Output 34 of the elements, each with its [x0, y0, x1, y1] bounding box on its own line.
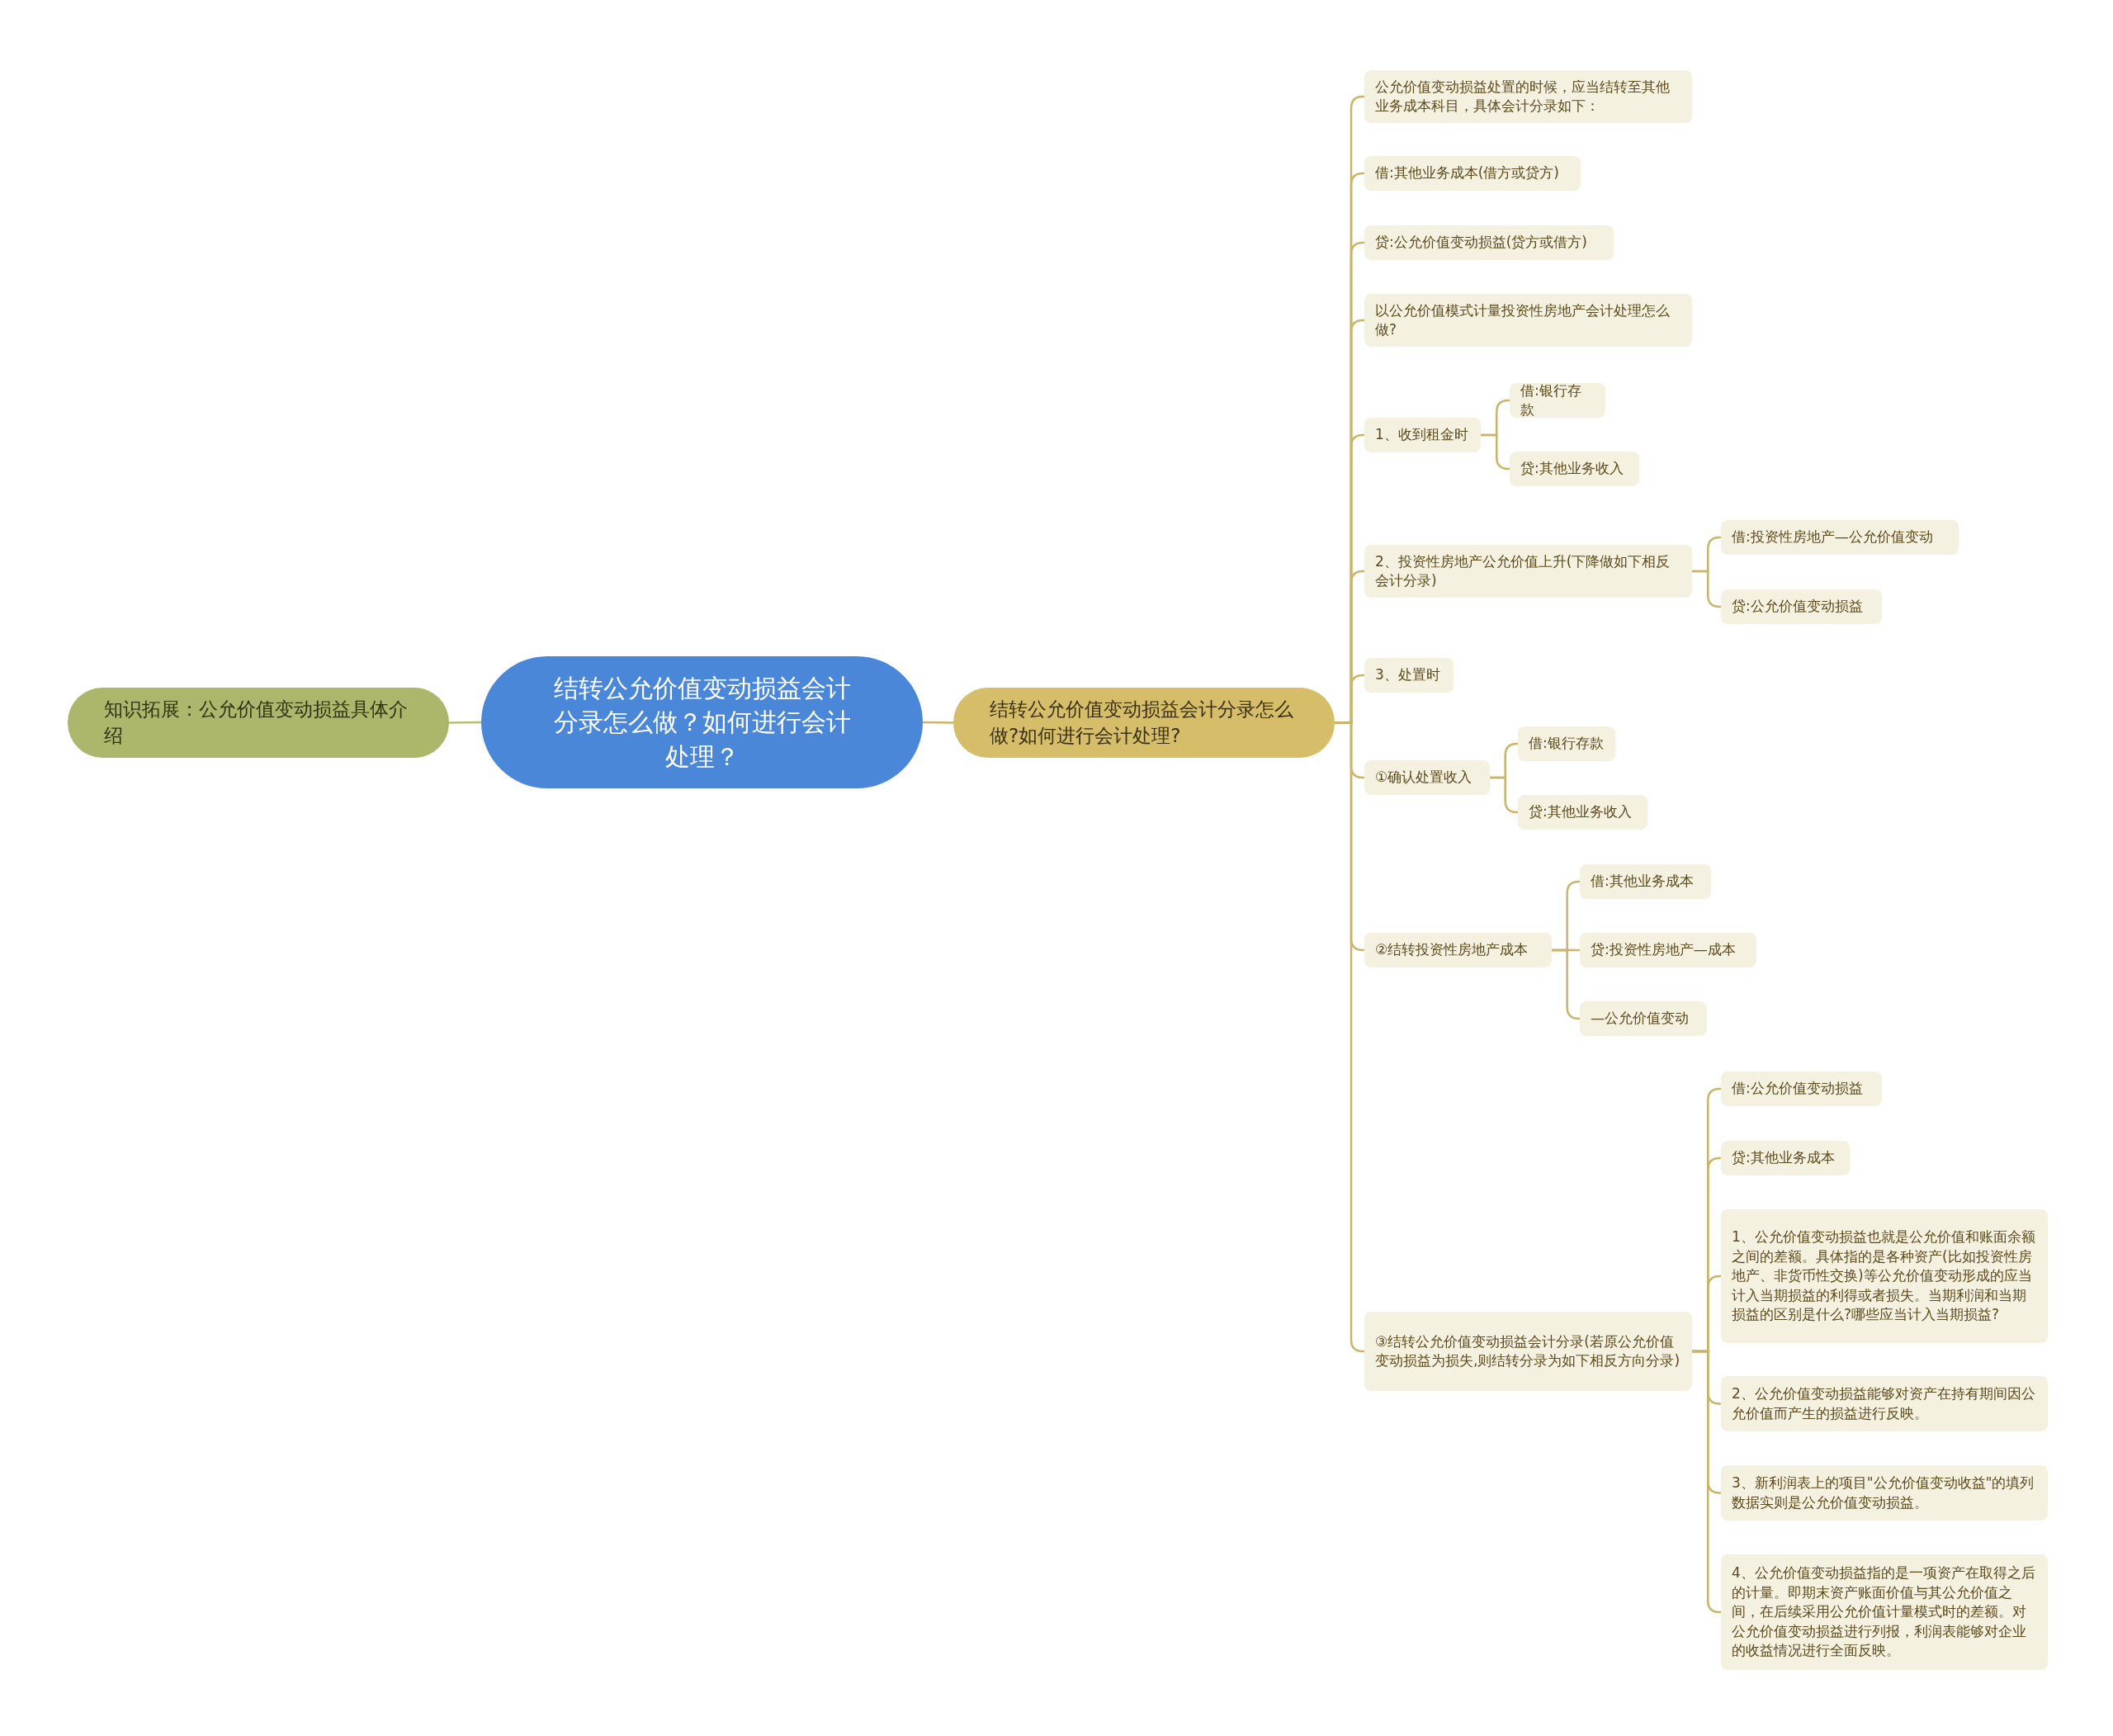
connector-line: [1692, 570, 1722, 608]
connector-line: [449, 721, 481, 724]
subtopic-box: 1、收到租金时: [1364, 418, 1481, 452]
subtopic-box: 贷:其他业务成本: [1721, 1141, 1850, 1175]
subtopic-box: 借:投资性房地产—公允价值变动: [1721, 520, 1959, 555]
connector-line: [1692, 1350, 1722, 1614]
subtopic-box: 贷:公允价值变动损益: [1721, 589, 1882, 624]
connector-line: [1490, 776, 1519, 814]
subtopic-box: 贷:公允价值变动损益(贷方或借方): [1364, 225, 1614, 260]
subtopic-box: 借:其他业务成本(借方或贷方): [1364, 156, 1581, 191]
subtopic-box: ①确认处置收入: [1364, 760, 1490, 795]
subtopic-box: 借:银行存款: [1518, 726, 1615, 761]
subtopic-box: 2、公允价值变动损益能够对资产在持有期间因公允价值而产生的损益进行反映。: [1721, 1376, 2048, 1431]
subtopic-box: 借:公允价值变动损益: [1721, 1071, 1882, 1106]
subtopic-box: —公允价值变动: [1580, 1001, 1707, 1036]
subtopic-box: 4、公允价值变动损益指的是一项资产在取得之后的计量。即期末资产账面价值与其公允价值之间，在后续采用公允价值计量模式时的差额。对公允价值变动损益进行列报，利润表能够对企业的收益情况进行全面反映。: [1721, 1554, 2048, 1670]
subtopic-box: 3、处置时: [1364, 658, 1454, 693]
subtopic-box: 以公允价值模式计量投资性房地产会计处理怎么做?: [1364, 294, 1692, 347]
connector-line: [923, 721, 953, 724]
subtopic-box: 2、投资性房地产公允价值上升(下降做如下相反会计分录): [1364, 545, 1692, 598]
subtopic-box: 公允价值变动损益处置的时候，应当结转至其他业务成本科目，具体会计分录如下：: [1364, 70, 1692, 123]
subtopic-box: 借:银行存款: [1510, 383, 1605, 418]
subtopic-box: 贷:其他业务收入: [1510, 452, 1639, 486]
subtopic-box: ③结转公允价值变动损益会计分录(若原公允价值变动损益为损失,则结转分录为如下相反方向分录): [1364, 1312, 1692, 1391]
root-topic: 结转公允价值变动损益会计分录怎么做？如何进行会计处理？: [481, 656, 923, 788]
subtopic-box: 借:其他业务成本: [1580, 864, 1711, 899]
topic-box: 知识拓展：公允价值变动损益具体介绍: [68, 688, 449, 758]
subtopic-box: 1、公允价值变动损益也就是公允价值和账面余额之间的差额。具体指的是各种资产(比如投资性房地产、非货币性交换)等公允价值变动形成的应当计入当期损益的利得或者损失。当期利润和当期损益的区别是什么?哪些应当计入当期损益?: [1721, 1209, 2048, 1343]
subtopic-box: 3、新利润表上的项目"公允价值变动收益"的填列数据实则是公允价值变动损益。: [1721, 1465, 2048, 1521]
subtopic-box: 贷:其他业务收入: [1518, 795, 1647, 830]
connector-line: [1481, 433, 1510, 471]
topic-box: 结转公允价值变动损益会计分录怎么做?如何进行会计处理?: [953, 688, 1335, 758]
subtopic-box: 贷:投资性房地产—成本: [1580, 933, 1756, 967]
subtopic-box: ②结转投资性房地产成本: [1364, 933, 1552, 967]
